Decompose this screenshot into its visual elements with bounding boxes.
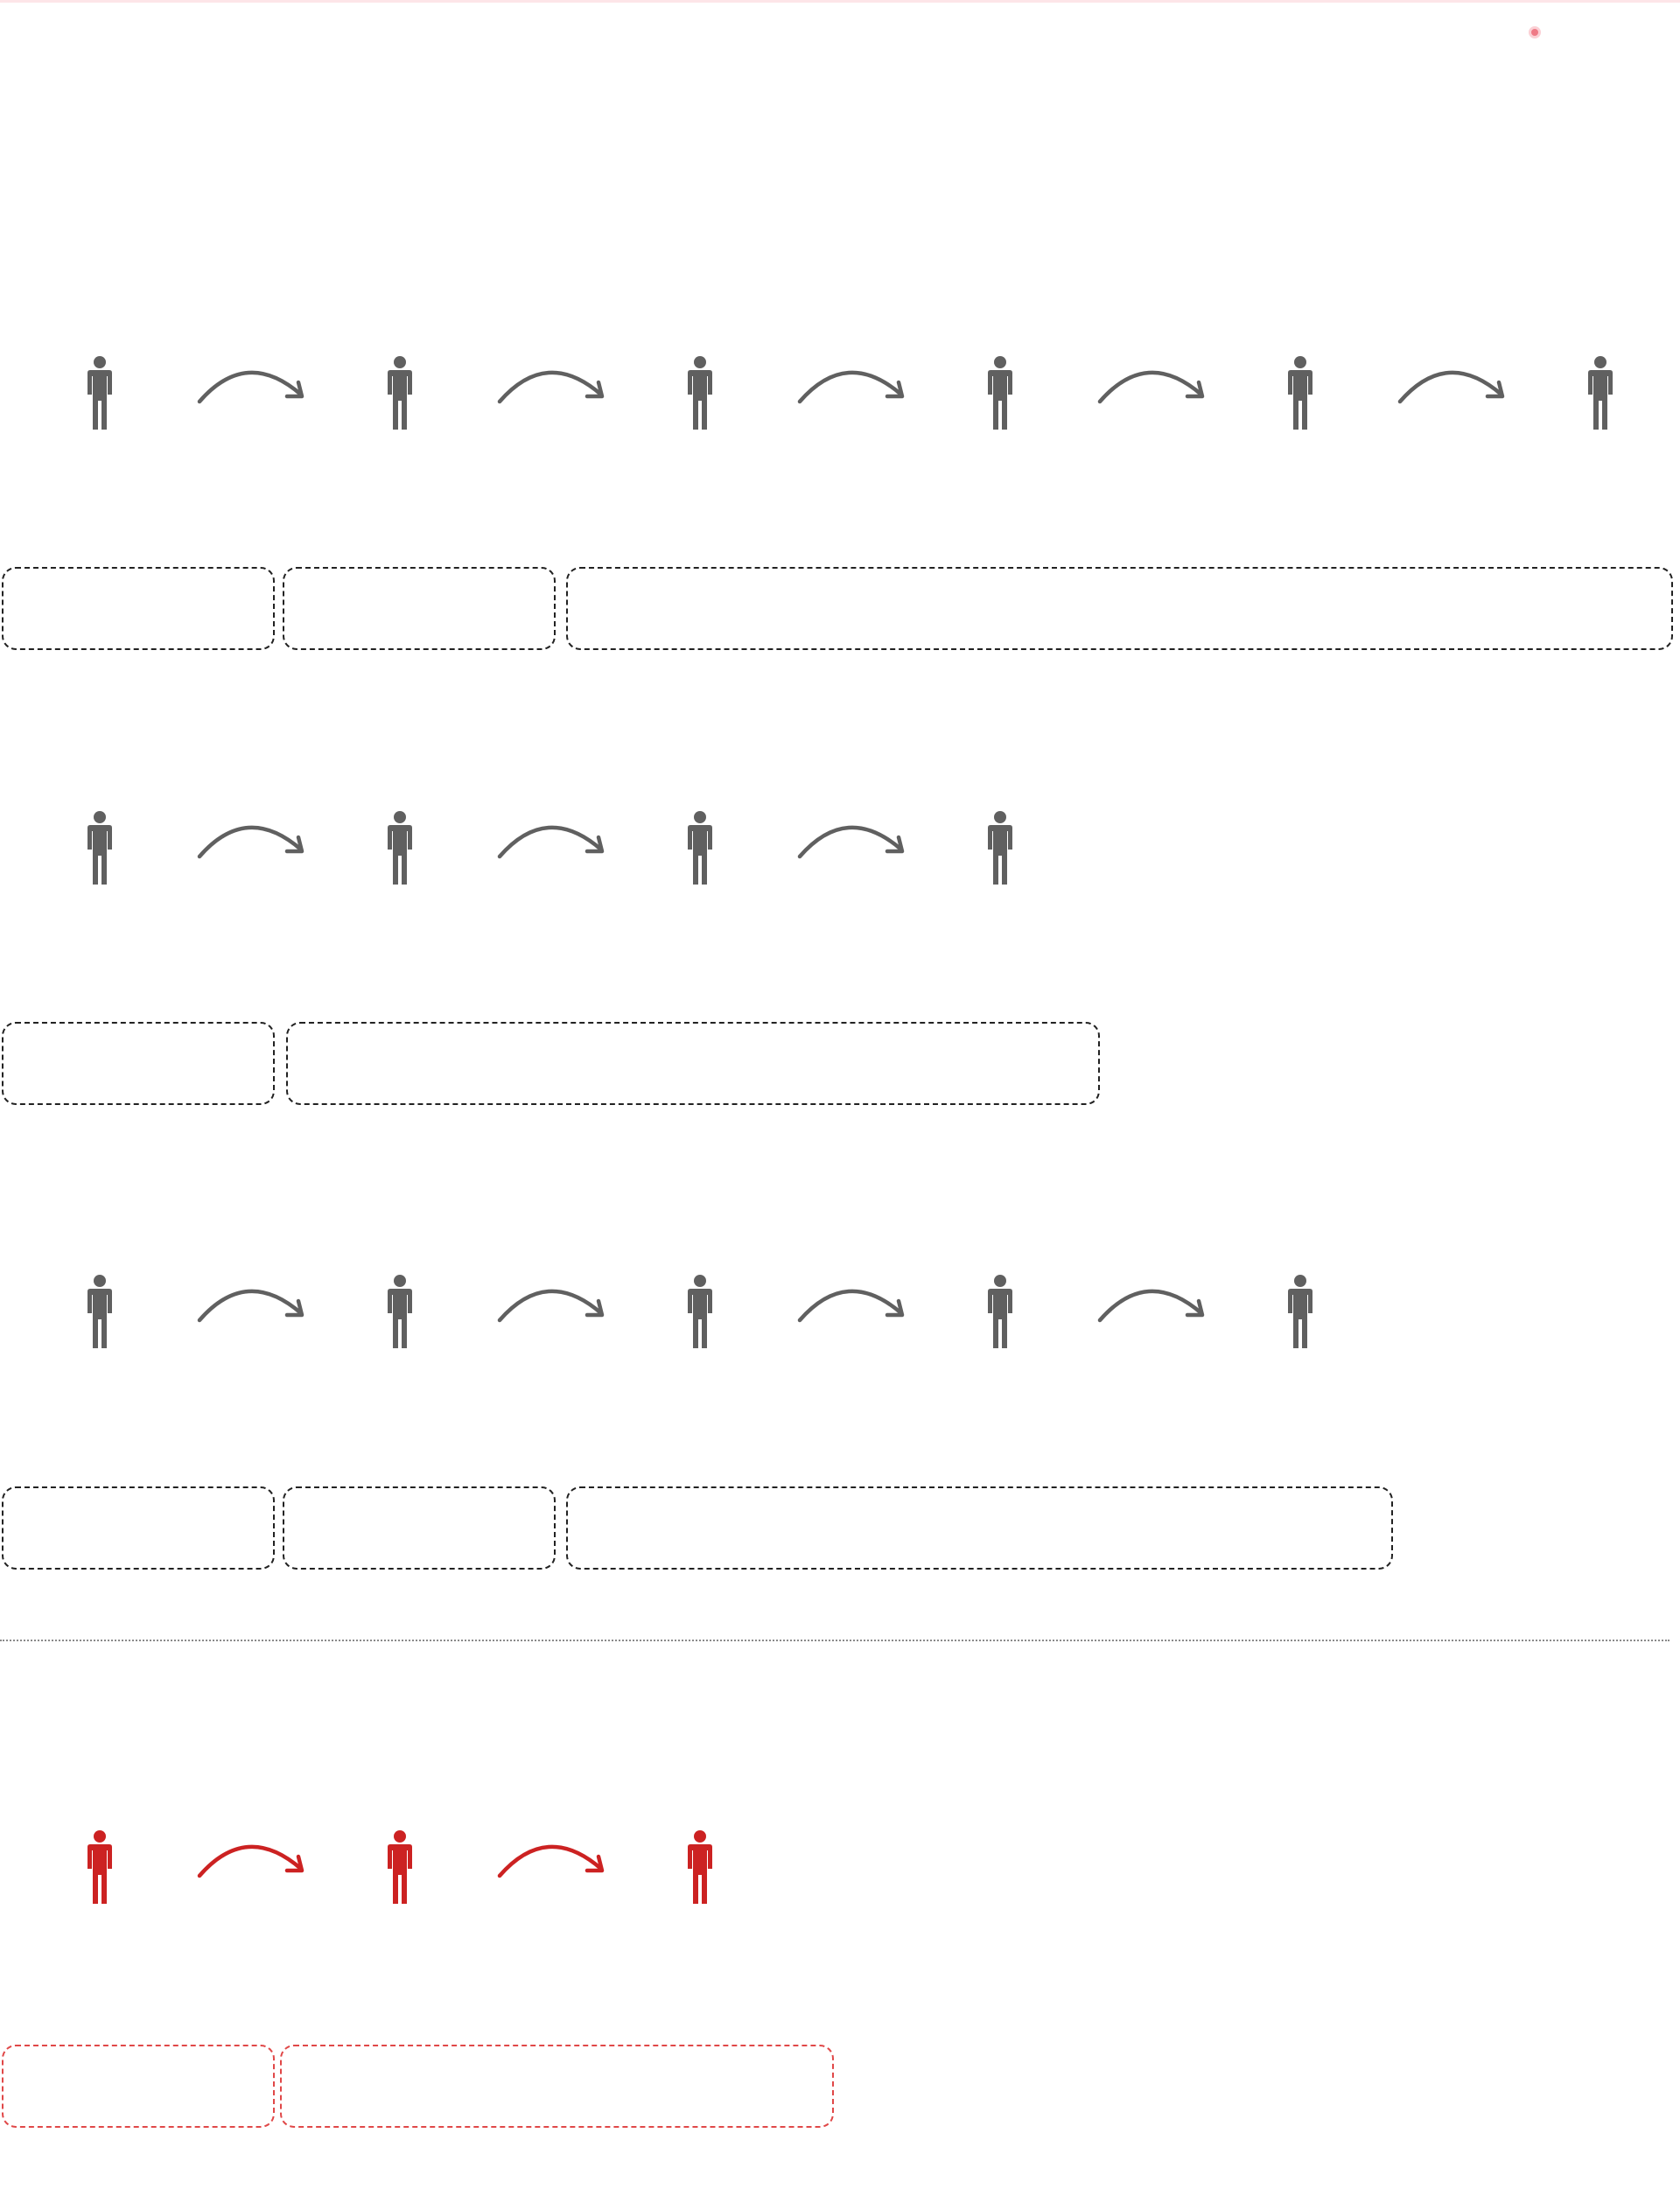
chain-4-segment-box [280, 2045, 834, 2128]
chain-2-segment-box [286, 1022, 1100, 1105]
chain-3-segment-box [2, 1486, 275, 1570]
person-icon [80, 1273, 119, 1352]
chain-1 [0, 354, 1680, 433]
chain-2-segment-box [2, 1022, 275, 1105]
person-icon [80, 809, 119, 888]
chain-2 [0, 809, 1680, 888]
top-accent-bar [0, 0, 1680, 3]
curved-arrow-right-icon [194, 818, 317, 862]
chain-1-segment-box [566, 567, 1673, 650]
person-icon [981, 809, 1019, 888]
status-dot [1529, 26, 1541, 38]
curved-arrow-right-icon [794, 363, 917, 407]
curved-arrow-right-icon [494, 1282, 617, 1325]
person-icon [1281, 354, 1320, 433]
chain-3-segment-box [566, 1486, 1393, 1570]
chain-4-segment-box [2, 2045, 275, 2128]
curved-arrow-right-icon [194, 363, 317, 407]
person-icon [981, 1273, 1019, 1352]
curved-arrow-right-icon [1095, 363, 1217, 407]
curved-arrow-right-icon [794, 818, 917, 862]
person-icon [681, 1273, 719, 1352]
chain-3-segment-box [283, 1486, 556, 1570]
curved-arrow-right-icon [1095, 1282, 1217, 1325]
person-icon [80, 1829, 119, 1907]
person-icon [381, 354, 419, 433]
curved-arrow-right-icon [494, 363, 617, 407]
person-icon [981, 354, 1019, 433]
person-icon [80, 354, 119, 433]
person-icon [681, 809, 719, 888]
person-icon [381, 1829, 419, 1907]
person-icon [1281, 1273, 1320, 1352]
person-icon [1581, 354, 1620, 433]
curved-arrow-right-icon [494, 1837, 617, 1881]
chain-1-segment-box [283, 567, 556, 650]
section-divider [0, 1640, 1670, 1641]
curved-arrow-right-icon [194, 1282, 317, 1325]
person-icon [381, 809, 419, 888]
curved-arrow-right-icon [794, 1282, 917, 1325]
person-icon [681, 1829, 719, 1907]
curved-arrow-right-icon [494, 818, 617, 862]
person-icon [681, 354, 719, 433]
curved-arrow-right-icon [194, 1837, 317, 1881]
chain-1-segment-box [2, 567, 275, 650]
curved-arrow-right-icon [1395, 363, 1517, 407]
chain-3 [0, 1273, 1680, 1352]
chain-4-highlighted [0, 1829, 1680, 1907]
person-icon [381, 1273, 419, 1352]
